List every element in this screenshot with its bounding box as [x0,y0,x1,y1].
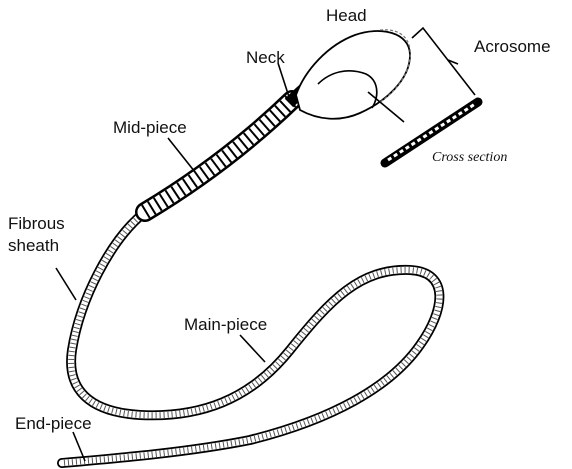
leader-acrosome-bracket [412,28,475,95]
tail-inner-fill [62,212,439,463]
label-acrosome: Acrosome [474,37,551,56]
label-cross-section: Cross section [432,150,507,165]
tail-texture [62,212,439,463]
label-main-piece: Main-piece [184,315,267,334]
head-outline [296,31,410,119]
mid-piece [145,100,292,212]
leader-mid-piece [168,138,195,172]
tail [62,212,439,463]
label-head: Head [326,6,367,25]
label-neck: Neck [246,48,285,67]
leader-main-piece [240,335,265,362]
label-fibrous-sheath-line2: sheath [8,236,59,255]
label-fibrous-sheath-line1: Fibrous [8,214,65,233]
head [296,30,410,119]
label-mid-piece: Mid-piece [113,118,187,137]
label-end-piece: End-piece [15,414,92,433]
tail-outer-edge [62,212,439,463]
leader-fibrous-sheath [56,268,76,300]
